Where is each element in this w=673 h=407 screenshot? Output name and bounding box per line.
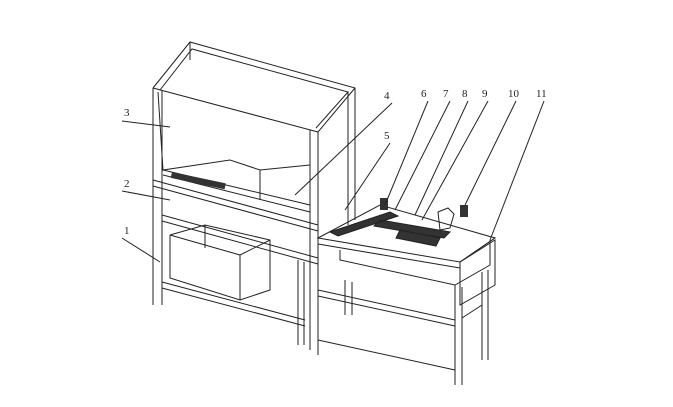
label-1: 1 xyxy=(124,225,130,237)
leader-lines xyxy=(121,100,545,263)
rails xyxy=(152,179,319,327)
label-4: 4 xyxy=(384,90,390,102)
label-11: 11 xyxy=(536,88,547,100)
label-9: 9 xyxy=(482,88,488,100)
label-2: 2 xyxy=(124,178,130,190)
label-8: 8 xyxy=(462,88,468,100)
hopper xyxy=(157,91,311,213)
label-3: 3 xyxy=(124,107,130,119)
hopper-frame xyxy=(152,41,356,355)
label-5: 5 xyxy=(384,130,390,142)
label-7: 7 xyxy=(443,88,449,100)
label-10: 10 xyxy=(508,88,519,100)
conveyor-table xyxy=(316,198,497,385)
label-6: 6 xyxy=(421,88,427,100)
